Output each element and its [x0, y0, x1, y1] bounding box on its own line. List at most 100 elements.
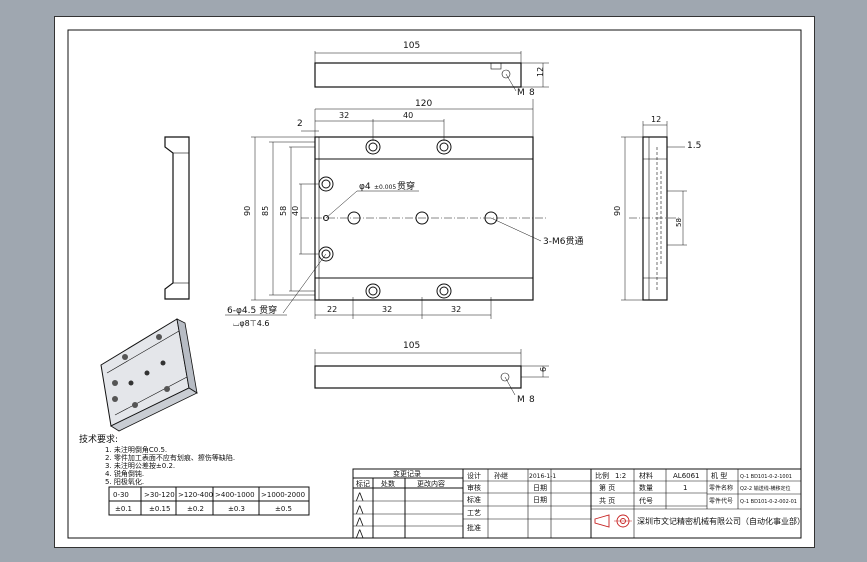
note-item: 5. 阳极氧化. — [105, 477, 144, 486]
bottom-view-outline — [314, 365, 522, 389]
tol-header: >120-400 — [178, 491, 213, 499]
tol-value: ±0.2 — [187, 505, 204, 513]
tol-header: >400-1000 — [215, 491, 255, 499]
m6-tap-hole — [347, 211, 361, 225]
width-label: 120 — [415, 99, 432, 109]
model-label: 机 型 — [711, 471, 727, 480]
tol-value: ±0.5 — [275, 505, 292, 513]
side-1-5-label: 1.5 — [687, 141, 701, 151]
sheet-label: 第 页 — [599, 483, 615, 492]
part-code-value: Q-1 BD101-0-2-002-01 — [740, 499, 797, 505]
pin-hole-label: φ4 — [359, 182, 371, 192]
scale-label: 比例 — [595, 471, 609, 480]
part-name-value: Q2-2 输送线-横移定位 — [740, 485, 791, 492]
right-view-outline — [642, 136, 668, 301]
drawing-sheet: 105 12 M 8 — [54, 16, 815, 548]
height-58-label: 58 — [279, 206, 288, 216]
tolerance-table: 0-30 >30-120 >120-400 >400-1000 >1000-20… — [108, 486, 310, 516]
top-view-tap-label: M — [517, 88, 525, 98]
top-view-height: 12 — [536, 67, 545, 77]
total-label: 共 页 — [599, 496, 615, 505]
title-block: 变更记录 标记 处数 更改内容 ⋀ ⋀ ⋀ ⋀ 设计 孙继 2016-1-1 审… — [352, 468, 805, 539]
side-58-label: 58 — [675, 218, 683, 227]
right-side-view: 12 1.5 90 58 — [613, 115, 701, 301]
part-name-label: 零件名称 — [709, 484, 733, 492]
top-view-tap-depth: 8 — [529, 88, 535, 98]
unit-label: 代号 — [639, 496, 653, 505]
rev-col: 更改内容 — [417, 479, 445, 488]
front-view: 120 32 40 2 90 85 58 40 22 32 32 — [225, 99, 583, 328]
standard-label: 标准 — [467, 495, 481, 504]
designer-name: 孙继 — [494, 471, 508, 480]
side-12-label: 12 — [651, 115, 661, 124]
date-label: 日期 — [533, 484, 547, 492]
rev-marker: ⋀ — [355, 505, 364, 515]
designer-label: 设计 — [467, 471, 481, 480]
tol-value: ±0.1 — [115, 505, 132, 513]
counterbore-hole — [436, 283, 452, 299]
tap-3m6-label: 3-M6贯通 — [543, 236, 583, 247]
note-item: 3. 未注明公差按±0.2. — [105, 461, 175, 470]
edge-2-label: 2 — [297, 119, 303, 129]
counterbore-hole — [365, 283, 381, 299]
cb-depth-label: ⌴φ8⊤4.6 — [233, 319, 269, 328]
m6-tap-hole — [484, 211, 498, 225]
bottom-view-tap-depth: 8 — [529, 395, 535, 405]
design-date: 2016-1-1 — [529, 473, 556, 480]
rev-col: 处数 — [381, 479, 395, 488]
rev-marker: ⋀ — [355, 517, 364, 527]
bottom-22-label: 22 — [327, 305, 337, 314]
top-view-tap-hole — [501, 69, 511, 79]
left-profile-outline — [164, 136, 190, 300]
bottom-view-tap-hole — [500, 372, 510, 382]
bottom-view-tap-label: M — [517, 395, 525, 405]
bottom-view-height: 6 — [539, 367, 548, 372]
notes-title: 技术要求: — [79, 433, 118, 445]
checker-label: 审核 — [467, 483, 481, 492]
height-85-label: 85 — [261, 206, 270, 216]
isometric-view — [100, 318, 198, 432]
note-item: 4. 锐角倒钝. — [105, 469, 144, 478]
bottom-32b-label: 32 — [451, 305, 461, 314]
left-profile-view — [164, 136, 190, 300]
revision-header: 变更记录 — [393, 469, 421, 478]
model-value: Q-1 BD101-0-2-1001 — [740, 474, 792, 480]
date-label: 日期 — [533, 496, 547, 504]
cb-hole-label: 6-φ4.5 贯穿 — [227, 304, 277, 316]
tol-header: 0-30 — [113, 491, 129, 499]
height-90-label: 90 — [243, 206, 252, 216]
quantity-label: 数量 — [639, 483, 653, 492]
process-label: 工艺 — [467, 509, 481, 517]
projection-symbol — [594, 514, 632, 528]
quantity-value: 1 — [683, 484, 687, 492]
tol-value: ±0.3 — [228, 505, 245, 513]
technical-drawing: 105 12 M 8 — [67, 29, 805, 539]
rev-marker: ⋀ — [355, 529, 364, 539]
company-name: 深圳市文记精密机械有限公司（自动化事业部） — [637, 516, 805, 526]
bottom-view: 105 6 M 8 — [314, 341, 549, 405]
top-view-notch — [490, 62, 502, 70]
note-item: 1. 未注明倒角C0.5. — [105, 445, 167, 454]
bottom-32-label: 32 — [382, 305, 392, 314]
bottom-view-length: 105 — [403, 341, 420, 351]
tol-header: >1000-2000 — [261, 491, 305, 499]
tol-value: ±0.15 — [149, 505, 170, 513]
material-value: AL6061 — [673, 472, 700, 480]
rev-col: 标记 — [356, 479, 370, 488]
spacing-40-label: 40 — [403, 111, 413, 120]
rev-marker: ⋀ — [355, 492, 364, 502]
top-view: 105 12 M 8 — [314, 41, 549, 98]
offset-32-label: 32 — [339, 111, 349, 120]
m6-tap-hole — [415, 211, 429, 225]
technical-notes: 技术要求: 1. 未注明倒角C0.5. 2. 零件加工表面不应有划痕、擦伤等缺陷… — [79, 433, 235, 486]
approver-label: 批准 — [467, 523, 481, 532]
tol-header: >30-120 — [144, 491, 175, 499]
scale-value: 1:2 — [615, 472, 626, 480]
top-view-outline — [314, 62, 522, 88]
material-label: 材料 — [639, 471, 653, 480]
height-40-label: 40 — [291, 206, 300, 216]
side-90-label: 90 — [613, 206, 622, 216]
pin-hole-tol: ±0.005 — [374, 184, 396, 191]
pin-hole-suffix: 贯穿 — [397, 180, 415, 192]
note-item: 2. 零件加工表面不应有划痕、擦伤等缺陷. — [105, 453, 235, 462]
